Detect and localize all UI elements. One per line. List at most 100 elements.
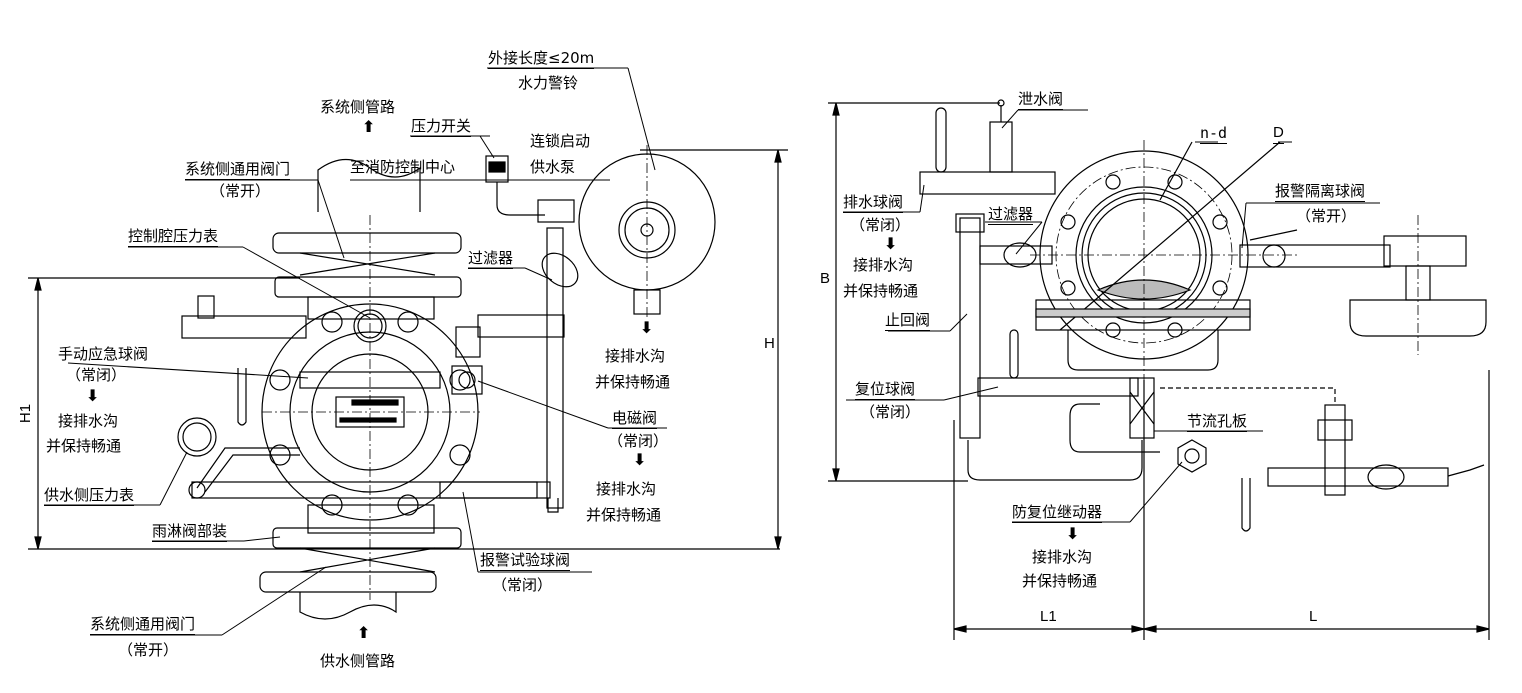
filter-body (541, 252, 579, 288)
dimension-label-l1: L1 (1040, 608, 1057, 625)
top-valve-body (299, 252, 436, 276)
dimension-label-b: B (820, 270, 831, 287)
label-drain-solenoid-2: 并保持畅通 (586, 506, 662, 524)
label-drain-bell-2: 并保持畅通 (595, 373, 671, 391)
bypass-loop (967, 440, 1143, 481)
bottom-valve-flange-upper (272, 527, 462, 549)
label-orifice-plate: 节流孔板 (1187, 412, 1248, 432)
flange-bolts (1060, 174, 1228, 338)
dimension-l1-l (953, 370, 1490, 640)
label-reset-ball-valve: 复位球阀 (855, 380, 916, 400)
right-trim-vertical (1324, 404, 1346, 496)
dimension-label-l: L (1309, 608, 1318, 625)
drain-tube-left (237, 368, 247, 426)
manual-ball-valve-pipe (299, 371, 441, 389)
cross-fitting (1129, 377, 1155, 439)
supply-trim-pipe (196, 447, 300, 493)
supply-trim-lower-pipe (191, 481, 538, 499)
arrow-up-icon: ⬆ (362, 117, 376, 136)
label-alarm-isolation-valve: 报警隔离球阀 (1275, 182, 1366, 202)
label-solenoid-valve-state: （常闭） (608, 432, 669, 450)
right-drain-tube (1241, 478, 1251, 532)
left-vertical-trim (959, 217, 981, 439)
label-system-valve-bottom-state: （常开） (118, 641, 179, 659)
label-filter-side: 过滤器 (988, 205, 1034, 225)
label-n-d: n-d (1200, 124, 1228, 144)
label-drain-ball-valve-state: （常闭） (850, 216, 911, 234)
label-reset-ball-valve-state: （常闭） (860, 403, 921, 421)
label-check-valve: 止回阀 (885, 311, 931, 331)
label-supply-pump: 供水泵 (530, 158, 576, 176)
label-drain-left-2: 并保持畅通 (46, 437, 122, 455)
label-relief-valve: 泄水阀 (1018, 90, 1064, 110)
side-base-body (1067, 330, 1219, 371)
label-manual-ball-valve: 手动应急球阀 (58, 345, 149, 363)
label-pressure-switch: 压力开关 (411, 117, 472, 137)
dimension-h1 (28, 277, 780, 550)
label-drain-left-1: 接排水沟 (58, 412, 119, 430)
dimension-b (828, 102, 1000, 482)
label-alarm-test-valve: 报警试验球阀 (480, 551, 571, 571)
water-bell-side-dome (1349, 299, 1487, 337)
label-drain-ball-valve: 排水球阀 (843, 193, 904, 213)
label-supply-gauge: 供水侧压力表 (44, 486, 135, 506)
dimension-h (640, 149, 788, 550)
label-system-pipe: 系统侧管路 (320, 98, 396, 116)
arrow-down-icon: ⬇ (633, 450, 647, 469)
label-drain-bell-1: 接排水沟 (605, 347, 666, 365)
right-vertical-pipe (546, 227, 564, 509)
label-deluge-assembly: 雨淋阀部装 (152, 522, 228, 542)
drain-ball-valve (919, 171, 1056, 195)
label-drain-bottom-2: 并保持畅通 (1022, 572, 1098, 590)
bottom-valve-flange-lower (259, 571, 437, 593)
dimension-label-h1: H1 (17, 403, 35, 424)
right-trim-horizontal (1267, 467, 1449, 487)
label-system-valve-bottom: 系统侧通用阀门 (90, 615, 196, 635)
label-interlock-start: 连锁启动 (530, 132, 591, 150)
drain-ball-valve-handle (935, 107, 947, 173)
arrow-up-icon: ⬆ (357, 623, 371, 642)
right-upper-fittings (477, 314, 565, 338)
side-view (828, 99, 1490, 640)
left-upper-pipe (181, 315, 307, 339)
supply-side-gauge (177, 417, 217, 457)
top-valve-flange-upper (272, 232, 462, 254)
label-alarm-isolation-valve-state: （常开） (1296, 207, 1357, 225)
label-filter-front: 过滤器 (468, 249, 514, 269)
supply-pipe-bottom (299, 592, 397, 620)
label-drain-side-1: 接排水沟 (853, 256, 914, 274)
label-anti-reset-relay: 防复位继动器 (1012, 503, 1103, 523)
relief-valve (989, 121, 1013, 173)
bottom-valve-body (299, 547, 436, 573)
label-water-bell: 水力警铃 (518, 74, 579, 92)
label-drain-side-2: 并保持畅通 (843, 282, 919, 300)
label-solenoid-valve: 电磁阀 (612, 409, 658, 429)
reset-ball-valve-line (977, 377, 1139, 397)
leader-lines-side (843, 109, 1380, 523)
dimension-label-h: H (764, 335, 775, 352)
label-drain-bottom-1: 接排水沟 (1032, 548, 1093, 566)
alarm-test-line (439, 481, 551, 499)
alarm-isolation-line (1239, 244, 1391, 268)
label-supply-pipe: 供水侧管路 (320, 652, 396, 670)
label-external-length: 外接长度≤20m (488, 49, 595, 69)
anti-reset-relay (1177, 439, 1207, 473)
label-alarm-test-valve-state: （常闭） (492, 576, 553, 594)
label-control-chamber-gauge: 控制腔压力表 (128, 227, 219, 247)
label-to-fire-control: 至消防控制中心 (350, 158, 456, 176)
arrow-down-icon: ⬇ (640, 318, 654, 337)
valve-neck-top (307, 296, 435, 320)
label-system-valve-top: 系统侧通用阀门 (185, 160, 291, 180)
side-filter (979, 245, 1053, 265)
arrow-down-icon: ⬇ (86, 386, 100, 405)
label-manual-ball-valve-state: （常闭） (66, 366, 127, 384)
solenoid-valve (455, 326, 481, 358)
arrow-down-icon: ⬇ (1066, 524, 1080, 543)
label-system-valve-top-state: （常开） (210, 182, 271, 200)
valve-neck-bottom (307, 504, 435, 534)
water-bell-side-top (1383, 235, 1467, 267)
system-pipe-top (317, 158, 421, 212)
arrow-down-icon: ⬇ (884, 234, 898, 253)
label-d: D (1273, 124, 1284, 144)
